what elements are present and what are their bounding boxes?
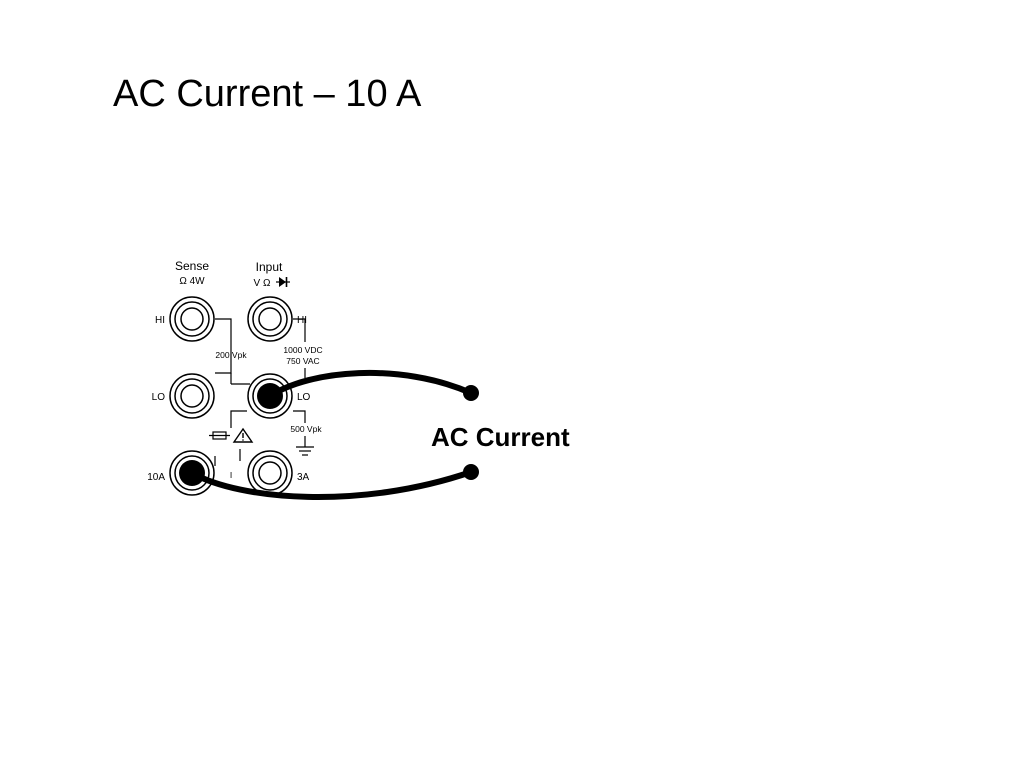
label-input-hi: HI [297,315,307,326]
label-sense-hi: HI [155,315,165,326]
jack-3a[interactable] [247,450,293,496]
diode-icon [276,277,290,287]
rating-input-ac: 750 VAC [286,356,319,366]
label-10a: 10A [147,472,165,483]
warning-triangle-icon [232,427,254,443]
jack-sense-lo[interactable] [169,373,215,419]
jack-input-hi[interactable] [247,296,293,342]
panel-bracket-lines [214,318,306,466]
ground-icon [296,436,314,456]
measurement-label: AC Current [431,422,570,452]
sense-heading: Sense [175,259,209,273]
test-lead-10a[interactable] [189,464,479,500]
input-subheading: V Ω [254,278,271,289]
input-heading: Input [256,260,283,274]
fuse-icon [209,431,230,440]
rating-sense-limit: 200 Vpk [215,350,247,360]
test-lead-lo[interactable] [267,369,479,401]
sense-subheading: Ω 4W [179,276,205,287]
label-3a: 3A [297,472,310,483]
rating-input-dc: 1000 VDC [283,345,322,355]
label-input-lo: LO [297,392,311,403]
jack-sense-hi[interactable] [169,296,215,342]
rating-lo-limit: 500 Vpk [290,424,322,434]
current-marker: I [230,470,232,480]
slide-title: AC Current – 10 A [113,73,422,115]
label-sense-lo: LO [152,392,166,403]
